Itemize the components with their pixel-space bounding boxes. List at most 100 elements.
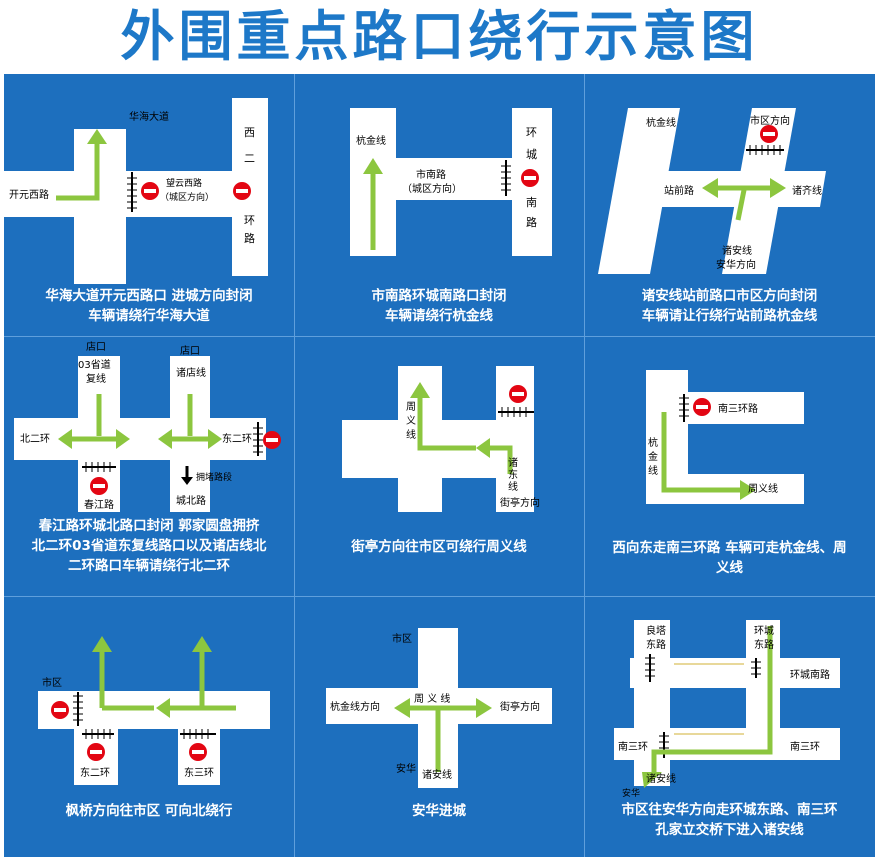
label-beierhuan: 北二环 [20,433,50,445]
panel-diagram: 良塔 东路 环城 东路 环城南路 南三环 南三环 安华 诸安线 [614,620,840,799]
rail-crossing-icon [73,692,83,726]
panel-huanchengdong-nansan: 良塔 东路 环城 东路 环城南路 南三环 南三环 安华 诸安线 市区往安华方向走… [584,596,875,857]
label-huanchengnan: 环城南路 [790,668,830,681]
label-jieting-direction: 街亭方向 [500,700,540,713]
detour-arrow-icon [56,129,107,201]
label-zhouyi-1: 周 [406,401,416,413]
label-zhuan: 诸安线 [646,772,676,785]
congestion-arrow-icon [181,466,193,485]
grid-divider [294,74,295,857]
rail-crossing-icon [645,654,655,682]
no-entry-icon [87,743,105,761]
rail-crossing-icon [82,729,114,739]
detour-arrow-icon [702,178,786,221]
label-zhudian: 诸店线 [176,366,206,379]
label-xierhuan-2: 二 [244,152,255,165]
label-shinan: 市南路 [416,168,446,181]
panel-caption: 街亭方向往市区可绕行周义线 [351,539,527,555]
label-kaiyuan: 开元西路 [9,188,49,201]
road-hangjin [646,370,688,504]
page-title: 外围重点路口绕行示意图 [120,5,759,68]
panel-caption: 诸安线站前路口市区方向封闭 车辆请让行绕行站前路杭金线 [641,288,818,324]
no-entry-icon [90,477,108,495]
panel-diagram: 华海大道 开元西路 望云西路 （城区方向） 西 二 环 路 [4,98,268,284]
detour-arrow-icon [410,382,513,474]
label-shiqu: 市区 [42,676,62,689]
label-zhudong-3: 线 [508,480,518,493]
label-huanchengnan-1: 环 [526,126,537,139]
panel-diagram: 周 义 线 诸 东 线 街亭方向 [342,366,540,512]
road-hangjin [598,108,680,274]
label-zhouyi: 周义线 [748,482,778,495]
panel-caption: 春江路环城北路口封闭 郭家圆盘拥挤 北二环03省道东复线路口以及诸店线北 二环路… [31,518,267,574]
label-nansan-right: 南三环 [790,740,820,753]
label-s03-fuxian: 复线 [86,372,106,385]
panel-chunjiang-chengbei: 店口 03省道 复线 店口 诸店线 北二环 东二环 拥堵路段 城北路 春江路 春… [4,336,294,596]
rail-crossing-icon [679,394,689,422]
label-donger: 东二环 [80,766,110,779]
no-entry-icon [263,431,281,449]
label-shiqu: 市区 [392,632,412,645]
label-yongdu: 拥堵路段 [196,471,232,483]
label-s03: 03省道 [78,358,111,371]
label-hangjin-3: 线 [648,464,658,477]
label-dongsan: 东三环 [184,766,214,779]
label-xierhuan-4: 路 [244,232,255,245]
panel-diagram: 杭金线 市南路 （城区方向） 环 城 南 路 [350,108,552,256]
road-chengbei [170,460,210,512]
panel-huahai-kaiyuan: 华海大道 开元西路 望云西路 （城区方向） 西 二 环 路 华海大道开元西路口 … [4,74,294,336]
road-huanchengdong [746,620,780,760]
road-kaiyuan [4,171,74,217]
detour-arrow-icon [58,394,130,449]
label-hangjin: 杭金线 [646,116,676,129]
label-anhua-direction: 安华方向 [716,258,756,271]
no-entry-icon [233,182,251,200]
label-shiqu-direction: 市区方向 [750,114,790,127]
rail-crossing-icon [501,160,511,196]
detour-arrow-icon [158,394,222,449]
panel-jieting-zhouyi: 周 义 线 诸 东 线 街亭方向 街亭方向往市区可绕行周义线 [294,336,584,596]
label-chengbei: 城北路 [176,494,206,507]
label-huanchengnan-4: 路 [526,216,537,229]
road-beierhuan [14,418,266,460]
detour-arrow-icon [92,636,154,711]
label-liangta-1: 良塔 [646,624,666,637]
panel-diagram: 南三环路 杭 金 线 周义线 [646,370,804,504]
no-entry-icon [141,182,159,200]
panel-diagram: 杭金线 市区方向 站前路 诸齐线 诸安线 安华方向 [598,108,826,274]
label-wangyun-direction: （城区方向） [160,191,214,203]
label-huancheng-2: 东路 [754,638,774,651]
road-huahai [74,129,126,284]
rail-crossing-icon [253,422,263,456]
panel-nansanhuan: 南三环路 杭 金 线 周义线 西向东走南三环路 车辆可走杭金线、周 义线 [584,336,875,596]
grid-divider [584,74,585,857]
label-shinan-direction: （城区方向） [402,182,462,195]
panel-shinan-huanchengnan: 杭金线 市南路 （城区方向） 环 城 南 路 市南路环城南路口封闭 车辆请绕行杭… [294,74,584,336]
label-anhua: 安华 [396,762,416,775]
label-huanchengnan-2: 城 [526,148,537,161]
label-xierhuan-1: 西 [244,126,255,139]
rail-crossing-icon [82,462,116,472]
label-anhua: 安华 [622,787,640,799]
label-hangjin-2: 金 [648,450,658,463]
label-zhouyi: 周 义 线 [414,692,450,705]
label-wangyun: 望云西路 [166,177,202,189]
label-hangjin: 杭金线 [356,134,386,147]
rail-crossing-icon [746,145,784,155]
no-entry-icon [693,398,711,416]
label-jieting-direction: 街亭方向 [500,496,540,509]
label-xierhuan-3: 环 [244,214,255,227]
label-huahai: 华海大道 [129,110,169,123]
panel-diagram: 市区 东二环 东三环 [38,636,270,785]
panel-zhuan-zhanqian: 杭金线 市区方向 站前路 诸齐线 诸安线 安华方向 诸安线站前路口市区方向封闭 … [584,74,875,336]
label-zhuan: 诸安线 [422,768,452,781]
detour-arrow-icon [156,636,236,718]
no-entry-icon [51,701,69,719]
grid-divider [4,336,875,337]
diagram-board: 华海大道 开元西路 望云西路 （城区方向） 西 二 环 路 华海大道开元西路口 … [4,74,875,857]
label-nansanhuan: 南三环路 [718,402,758,415]
label-nansan-left: 南三环 [618,740,648,753]
detour-arrow-icon [642,626,773,788]
panel-anhua: 市区 杭金线方向 周 义 线 街亭方向 安华 诸安线 安华进城 [294,596,584,857]
rail-crossing-icon [127,172,137,212]
